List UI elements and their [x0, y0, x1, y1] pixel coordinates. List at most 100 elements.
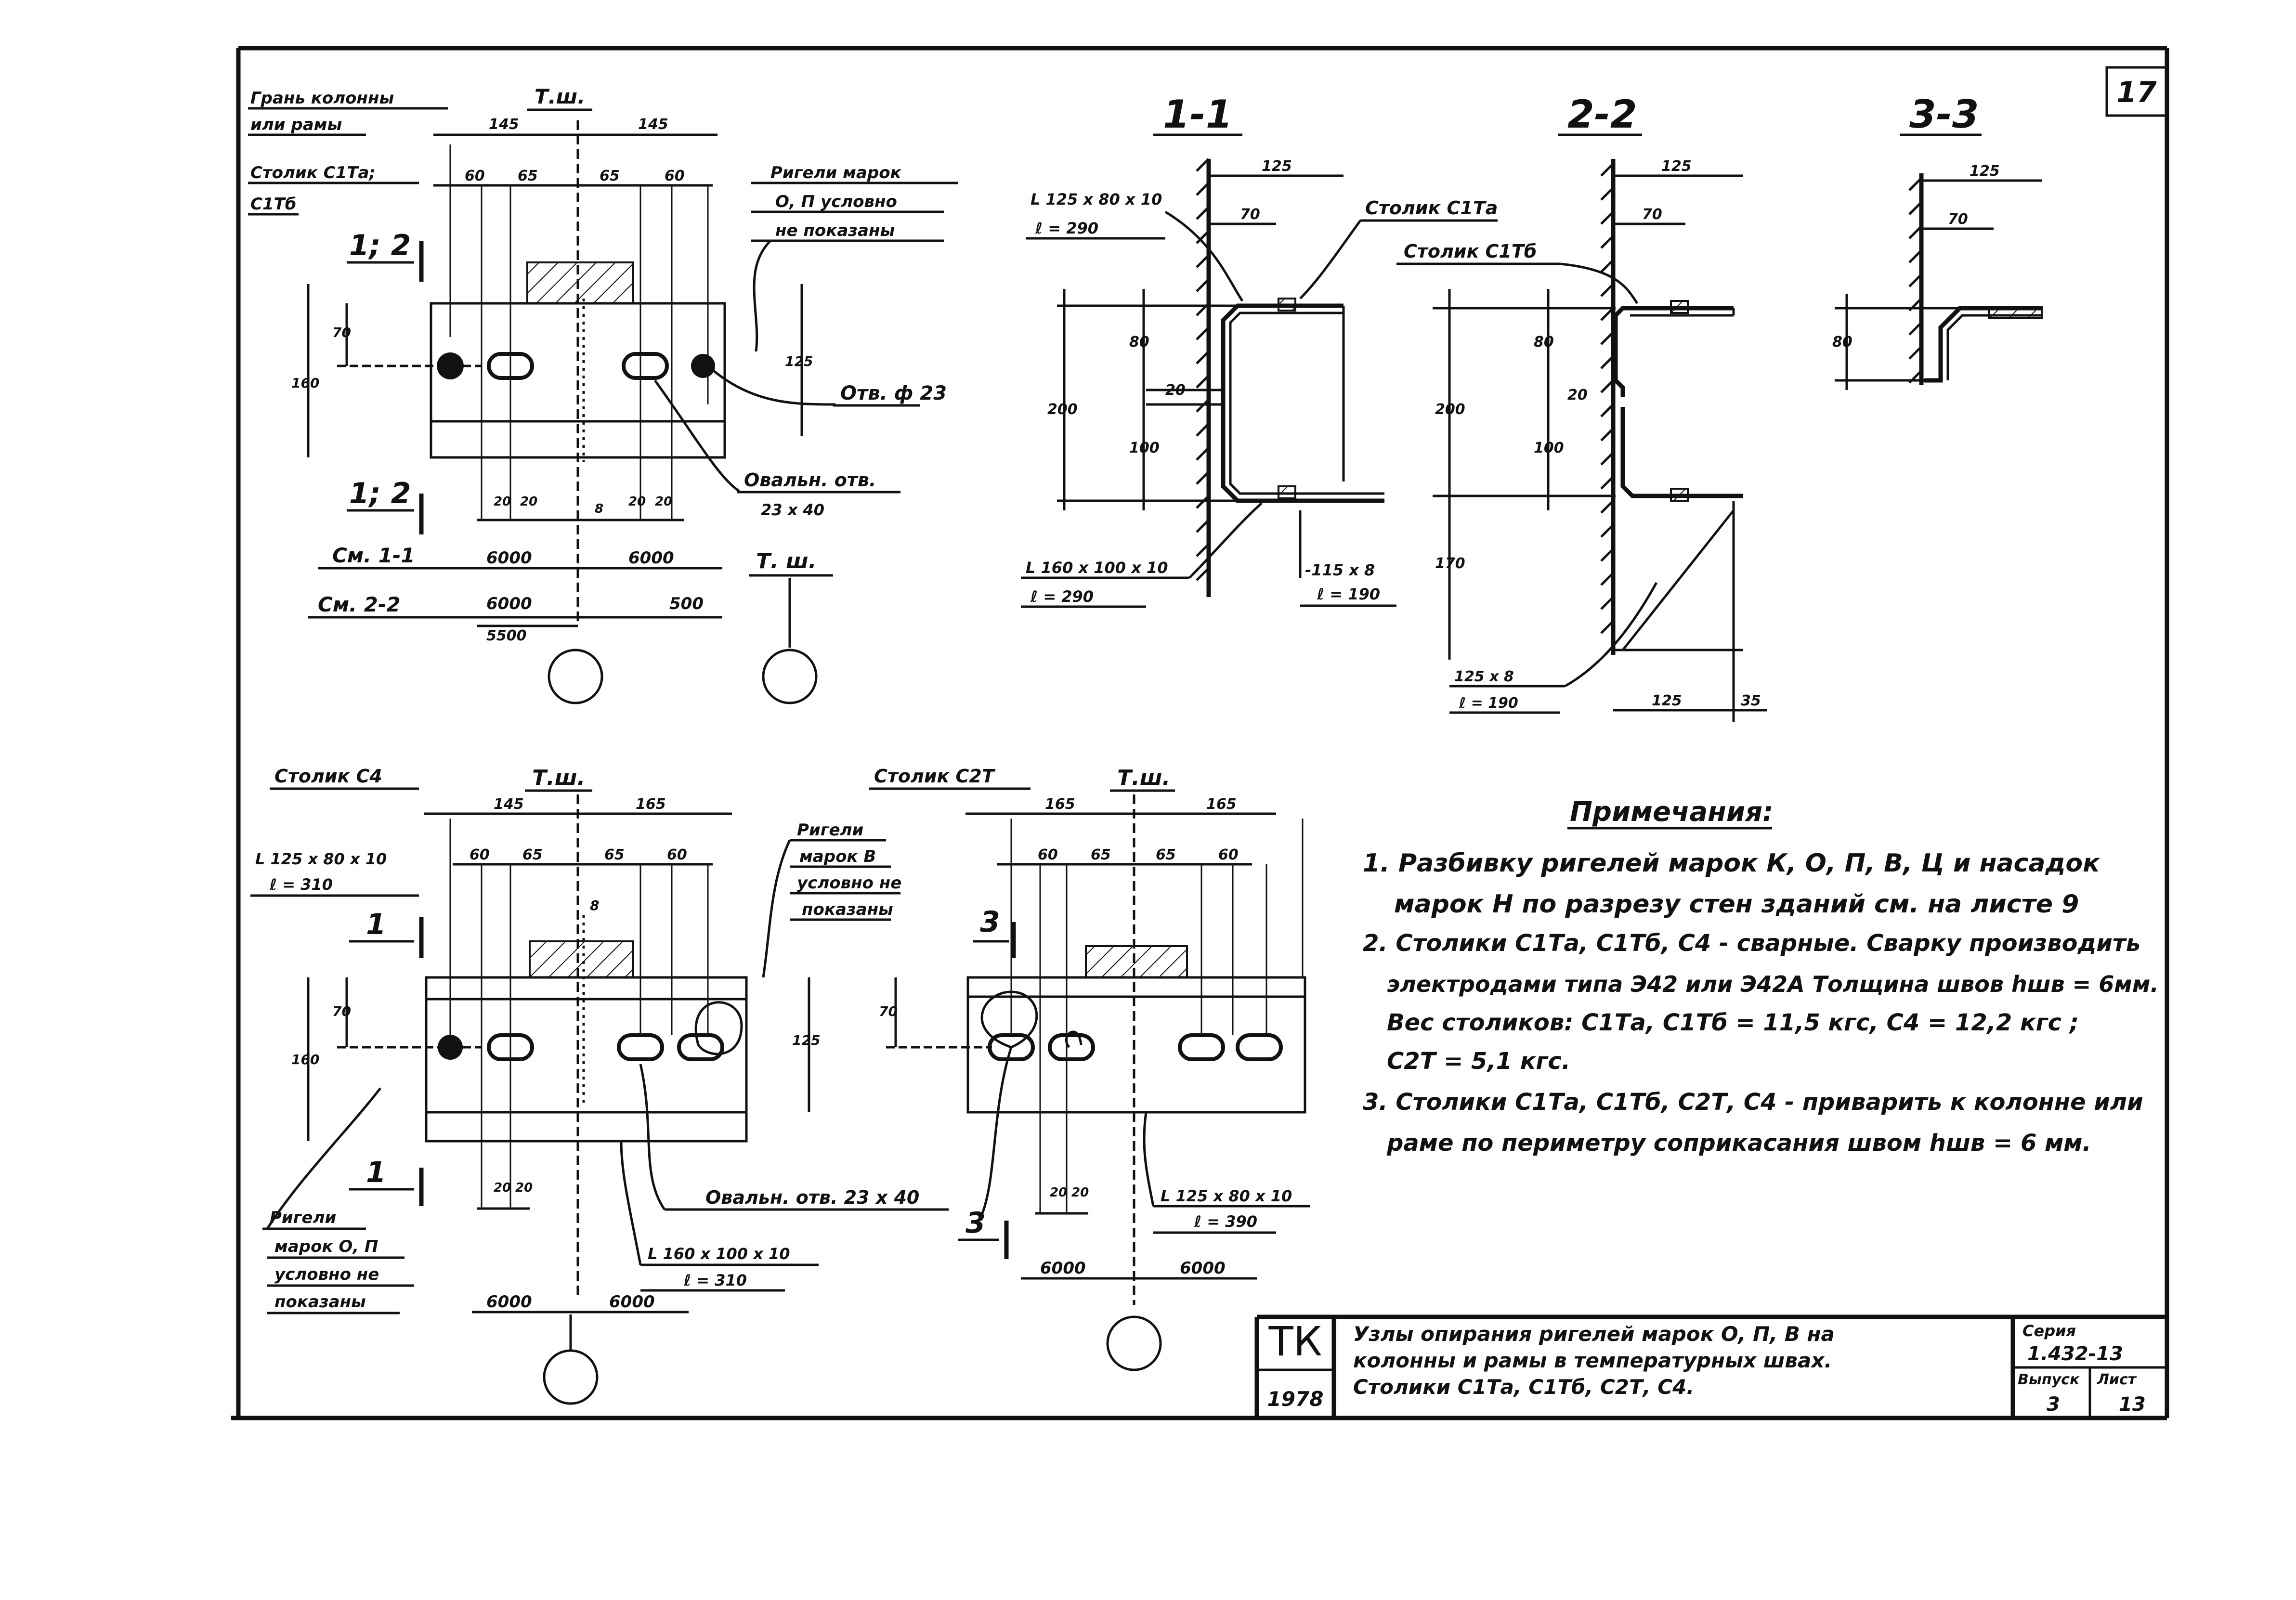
label-stool: Столик С1Та;: [250, 163, 376, 182]
c4-dim-65b: 65: [604, 846, 625, 863]
c2t-dim-70: 70: [879, 1003, 898, 1019]
note-line-6: С2Т = 5,1 кгс.: [1387, 1048, 1570, 1075]
sheet-corner-number: 17: [2116, 76, 2157, 109]
c2t-dim-165a: 165: [1045, 796, 1075, 813]
dim-145b: 145: [638, 116, 668, 133]
val-6000b: 6000: [628, 548, 674, 568]
note-line-4: электродами типа Э42 или Э42А Толщина шв…: [1387, 971, 2159, 997]
c4-dim-65a: 65: [522, 846, 543, 863]
c4-dim-20b: 20: [515, 1181, 533, 1195]
label-oval-size: 23 х 40: [761, 501, 824, 519]
dim-60a: 60: [465, 168, 485, 184]
c4-girders-note-l4: показаны: [802, 900, 893, 919]
c4-girders2-l2: марок О, П: [274, 1237, 378, 1256]
s11-dim-70: 70: [1240, 206, 1260, 223]
c2t-dim-60a: 60: [1038, 846, 1058, 863]
val-500: 500: [669, 594, 704, 613]
c2t-dim-65a: 65: [1091, 846, 1111, 863]
dim-60b: 60: [665, 168, 685, 184]
section-11-title: 1-1: [1163, 92, 1233, 137]
plan-view-c1t: Грань колонны или рамы Т.ш. 145 145 Стол…: [248, 85, 958, 704]
see-section-22: См. 2-2: [318, 593, 401, 616]
dim-20c: 20: [628, 494, 646, 509]
c4-label: Столик С4: [274, 766, 382, 787]
c4-girders-note-l1: Ригели: [797, 820, 863, 840]
girders-note-l3: не показаны: [775, 221, 895, 240]
c4-dim-60a: 60: [470, 846, 490, 863]
s22-plate-len: ℓ = 190: [1459, 695, 1518, 712]
c4-dim-8: 8: [590, 898, 599, 913]
c4-oval-label: Овальн. отв. 23 х 40: [705, 1187, 919, 1208]
girders-note-l2: О, П условно: [775, 192, 897, 211]
dim-8: 8: [595, 502, 603, 516]
c4-girders-note-l3: условно не: [797, 873, 901, 893]
label-column-face-2: или рамы: [250, 115, 342, 134]
s11-dim-80: 80: [1129, 334, 1149, 351]
label-tsh: Т.ш.: [535, 85, 585, 108]
s11-dim-200: 200: [1047, 401, 1078, 418]
stamp-year: 1978: [1267, 1387, 1324, 1411]
dim-70: 70: [332, 325, 351, 340]
c4-val-6000a: 6000: [486, 1292, 532, 1312]
c4-cut-1-bot: 1: [366, 1156, 386, 1189]
c2t-dim-60b: 60: [1218, 846, 1239, 863]
dim-20b: 20: [520, 494, 537, 509]
s11-dim-125: 125: [1262, 158, 1292, 175]
s11-dim-100: 100: [1129, 440, 1160, 456]
s33-dim-80: 80: [1832, 334, 1852, 351]
dim-145a: 145: [489, 116, 519, 133]
c4-dim-165: 165: [636, 796, 666, 813]
c4-angle2: L 160 х 100 х 10: [648, 1245, 790, 1263]
label-stool-2: С1Тб: [250, 195, 297, 214]
c2t-label: Столик С2Т: [874, 766, 996, 787]
label-hole-23: Отв. ф 23: [840, 382, 947, 404]
s22-dim-20: 20: [1567, 387, 1588, 403]
s11-angle2: L 160 х 100 х 10: [1026, 559, 1168, 577]
c2t-tsh: Т.ш.: [1117, 766, 1170, 790]
section-33-title: 3-3: [1909, 92, 1979, 137]
c4-dim-125: 125: [792, 1032, 820, 1048]
dim-160: 160: [291, 375, 319, 391]
issue-value: 3: [2047, 1393, 2060, 1416]
c4-dim-145: 145: [494, 796, 524, 813]
val-6000a: 6000: [486, 548, 532, 568]
girders-note-l1: Ригели марок: [770, 163, 902, 182]
section-1-1: 1-1 125 70 200 80 20 100 L 125 х 80 х 10…: [1021, 92, 1498, 608]
note-line-2: марок Н по разрезу стен зданий см. на ли…: [1394, 890, 2079, 919]
plan-view-c4: Столик С4 Т.ш. 145 165 L 125 х 80 х 10 ℓ…: [250, 766, 949, 1405]
sheet-value: 13: [2119, 1393, 2146, 1416]
label-column-face: Грань колонны: [250, 89, 394, 108]
s22-dim-200: 200: [1435, 401, 1465, 418]
c4-girders-note-l2: марок В: [799, 847, 876, 866]
label-tsh-2: Т. ш.: [756, 549, 817, 573]
note-line-7: 3. Столики С1Та, С1Тб, С2Т, С4 - привари…: [1363, 1089, 2143, 1116]
dim-65b: 65: [600, 168, 620, 184]
s11-plate: -115 х 8: [1305, 561, 1375, 579]
title-block: ТК 1978 Узлы опирания ригелей марок О, П…: [1254, 1314, 2167, 1418]
s22-dim-70: 70: [1642, 206, 1662, 223]
c2t-cut-3-top: 3: [980, 905, 1000, 939]
s22-dim-35: 35: [1741, 692, 1761, 709]
c4-angle2-len: ℓ = 310: [683, 1271, 747, 1289]
notes-block: Примечания: 1. Разбивку ригелей марок К,…: [1363, 796, 2159, 1157]
s11-stool-label: Столик С1Та: [1365, 197, 1498, 219]
c4-val-6000b: 6000: [609, 1292, 655, 1312]
c4-girders2-l3: условно не: [274, 1265, 379, 1284]
label-oval-hole: Овальн. отв.: [744, 469, 876, 491]
s33-dim-125: 125: [1970, 163, 2000, 180]
title-line-2: колонны и рамы в температурных швах.: [1353, 1349, 1832, 1372]
c4-dim-70: 70: [332, 1003, 351, 1019]
c4-dim-20a: 20: [494, 1181, 511, 1195]
stamp-org: ТК: [1268, 1318, 1322, 1365]
s22-dim-125: 125: [1661, 158, 1692, 175]
series-value: 1.432-13: [2027, 1343, 2123, 1365]
s22-plate: 125 х 8: [1454, 668, 1514, 685]
see-section-11: См. 1-1: [332, 544, 415, 567]
s22-stool-label: Столик С1Тб: [1404, 241, 1537, 262]
c2t-dim-20b: 20: [1071, 1185, 1089, 1200]
c2t-angle-len: ℓ = 390: [1194, 1212, 1257, 1231]
c4-angle-len: ℓ = 310: [269, 875, 333, 894]
notes-heading: Примечания:: [1570, 796, 1773, 828]
c2t-dim-165b: 165: [1206, 796, 1237, 813]
section-22-title: 2-2: [1567, 92, 1637, 137]
